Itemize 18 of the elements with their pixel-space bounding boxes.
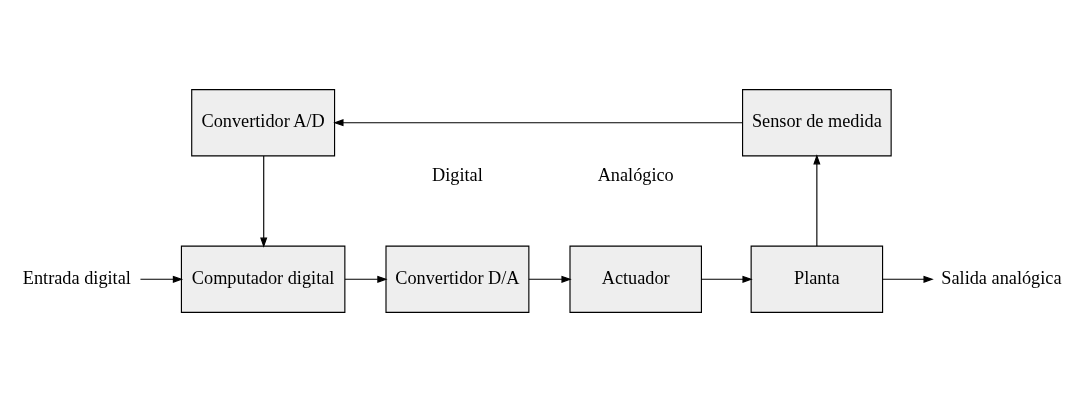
- label: Analógico: [597, 164, 674, 185]
- node-text: Salida analógica: [941, 267, 1062, 288]
- arrow: [813, 153, 821, 247]
- node-box: Actuador: [569, 245, 702, 313]
- node-box: Sensor de medida: [742, 88, 892, 156]
- arrow: [701, 275, 753, 283]
- arrow: [260, 154, 268, 248]
- node-box: Convertidor D/A: [385, 245, 530, 313]
- node-text: Entrada digital: [22, 267, 131, 288]
- node-box: Planta: [750, 245, 884, 313]
- arrow: [882, 275, 934, 283]
- node-box: Convertidor A/D: [191, 88, 336, 156]
- arrow: [333, 118, 744, 126]
- arrow: [344, 275, 388, 283]
- node-box: Computador digital: [180, 245, 346, 313]
- arrow: [528, 275, 572, 283]
- label: Digital: [432, 164, 483, 185]
- arrow: [139, 275, 184, 283]
